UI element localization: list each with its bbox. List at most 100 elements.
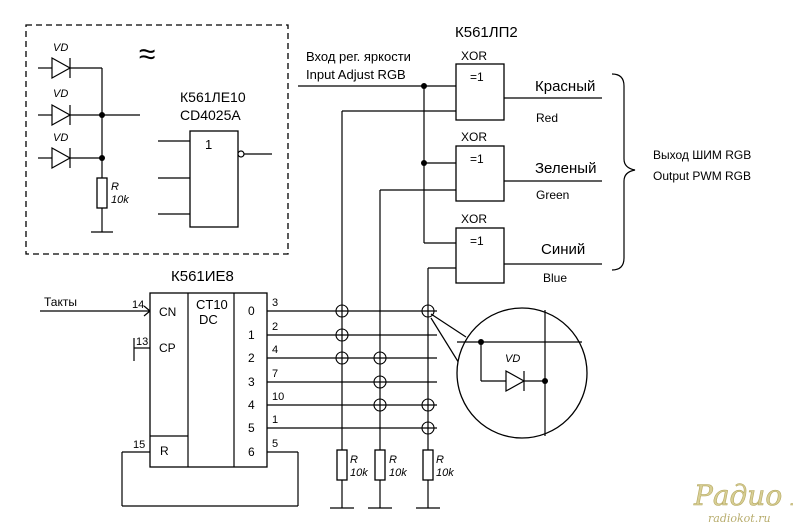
inset-resistor-value: 10k — [111, 194, 129, 206]
inset-junction-1 — [99, 112, 105, 118]
magnifier-circle — [456, 307, 588, 439]
magnified-junction-2 — [542, 378, 548, 384]
pulldown-1-value: 10k — [350, 467, 368, 479]
matrix-node-r0 — [335, 304, 349, 318]
counter-output-lines — [267, 310, 437, 429]
inset-resistor-ref: R — [111, 181, 119, 193]
pulldown-resistor-1 — [336, 449, 348, 481]
inset-chip-name-en: CD4025A — [180, 107, 241, 123]
magnifier-pointer-top — [430, 313, 467, 338]
xor-chip-name: К561ЛП2 — [455, 24, 518, 41]
reset-loop-wire — [121, 451, 299, 507]
green-label-ru: Зеленый — [535, 160, 596, 177]
green-label-en: Green — [536, 188, 569, 202]
pin-cp-number: 13 — [136, 336, 148, 348]
counter-type-line2: DC — [199, 312, 218, 327]
inset-vd-label-3: VD — [53, 132, 68, 144]
watermark-logo: Радио КОТ radiokot.ru — [693, 479, 793, 525]
pulldown-1-ref: R — [350, 454, 358, 466]
pulldown-2-ref: R — [389, 454, 397, 466]
output-label-ru: Выход ШИМ RGB — [653, 148, 751, 162]
output-index-0: 0 — [248, 304, 255, 318]
counter-type-line1: CT10 — [196, 297, 228, 312]
xor-gate-3-symbol: =1 — [470, 234, 484, 248]
counter-name: К561ИЕ8 — [171, 268, 234, 285]
magnified-vd-label: VD — [505, 353, 520, 365]
diode-matrix-crossings — [335, 304, 435, 435]
xor-gate-2 — [455, 145, 505, 202]
inset-gate-symbol: 1 — [205, 137, 212, 152]
counter-chip: К561ИЕ8 CT10 DC CN CP R Такты 14 13 15 0… — [40, 268, 284, 468]
output-index-6: 6 — [248, 445, 255, 459]
xor-gate-2-symbol: =1 — [470, 152, 484, 166]
counter-r-label: R — [160, 444, 169, 458]
pulldown-resistor-3 — [422, 449, 434, 481]
adjust-bus-junction-1 — [421, 83, 427, 89]
xor-gate-1-type: XOR — [461, 49, 487, 63]
output-pin-3: 7 — [272, 368, 278, 380]
matrix-node-b5 — [421, 421, 435, 435]
inset-vd-label-2: VD — [53, 88, 68, 100]
matrix-node-r2 — [335, 351, 349, 365]
red-label-ru: Красный — [535, 78, 595, 95]
xor-gate-2-type: XOR — [461, 130, 487, 144]
adjust-bus-junction-2 — [421, 160, 427, 166]
pulldown-2-value: 10k — [389, 467, 407, 479]
matrix-node-r1 — [335, 328, 349, 342]
output-index-2: 2 — [248, 351, 255, 365]
matrix-node-g3 — [373, 375, 387, 389]
counter-body — [149, 292, 268, 468]
pulldown-resistor-2 — [374, 449, 386, 481]
inset-junction-2 — [99, 155, 105, 161]
output-pin-5: 1 — [272, 414, 278, 426]
xor-gate-1-symbol: =1 — [470, 70, 484, 84]
xor-gate-3 — [455, 227, 505, 284]
inset-resistor — [96, 177, 108, 209]
xor-gate-1 — [455, 63, 505, 121]
inset-inverter-bubble — [237, 150, 245, 158]
pulldown-3-ref: R — [436, 454, 444, 466]
output-index-4: 4 — [248, 398, 255, 412]
matrix-node-g4 — [373, 398, 387, 412]
output-pin-0: 3 — [272, 297, 278, 309]
output-pin-6: 5 — [272, 438, 278, 450]
adjust-input-label-en: Input Adjust RGB — [306, 67, 406, 82]
output-label-en: Output PWM RGB — [653, 169, 751, 183]
inset-diode-gate-detail: VD VD VD R 10k ≈ К561ЛЕ10 CD4025A 1 — [25, 24, 289, 255]
counter-cn-label: CN — [159, 305, 176, 319]
clock-input-label: Такты — [44, 295, 77, 309]
inset-diode-2 — [38, 103, 140, 127]
matrix-node-b4 — [421, 398, 435, 412]
output-brace — [611, 73, 636, 271]
xor-gate-3-type: XOR — [461, 212, 487, 226]
pulldown-3-value: 10k — [436, 467, 454, 479]
watermark-url: radiokot.ru — [708, 512, 771, 525]
magnified-diode — [505, 369, 526, 393]
pin-r-number: 15 — [133, 439, 145, 451]
output-index-3: 3 — [248, 375, 255, 389]
pin-cn-number: 14 — [132, 299, 144, 311]
inset-dashed-frame — [25, 24, 289, 255]
inset-vd-label-1: VD — [53, 42, 68, 54]
output-pin-2: 4 — [272, 344, 278, 356]
blue-label-en: Blue — [543, 271, 567, 285]
output-index-1: 1 — [248, 328, 255, 342]
output-pin-4: 10 — [272, 391, 284, 403]
counter-cp-label: CP — [159, 341, 176, 355]
inset-nor-gate — [189, 130, 239, 228]
matrix-node-b0 — [421, 304, 435, 318]
tilde-symbol: ≈ — [139, 38, 155, 71]
inset-diode-3 — [38, 146, 102, 170]
magnifier-pointer-bottom — [430, 317, 463, 369]
inset-chip-name: К561ЛЕ10 — [180, 89, 246, 105]
output-pin-1: 2 — [272, 321, 278, 333]
magnified-node-detail: VD — [430, 307, 588, 439]
pulldown-resistors: R 10k R 10k R 10k — [330, 449, 454, 509]
red-label-en: Red — [536, 111, 558, 125]
output-index-5: 5 — [248, 421, 255, 435]
inset-diode-1 — [38, 56, 102, 80]
blue-label-ru: Синий — [541, 241, 585, 258]
matrix-node-g2 — [373, 351, 387, 365]
magnified-junction-1 — [478, 339, 484, 345]
